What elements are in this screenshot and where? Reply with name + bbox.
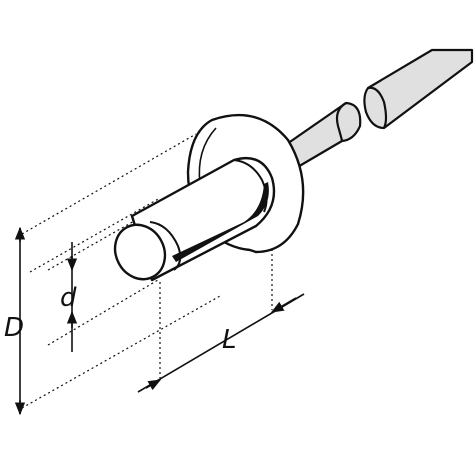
shank-diameter-label: d [60, 283, 77, 313]
rivet-body [130, 156, 276, 282]
length-label: L [222, 325, 237, 355]
mandrel [282, 48, 474, 170]
rivet-tip [113, 223, 167, 281]
dimension-lines [14, 226, 305, 416]
outer-diameter-label: D [4, 313, 24, 343]
